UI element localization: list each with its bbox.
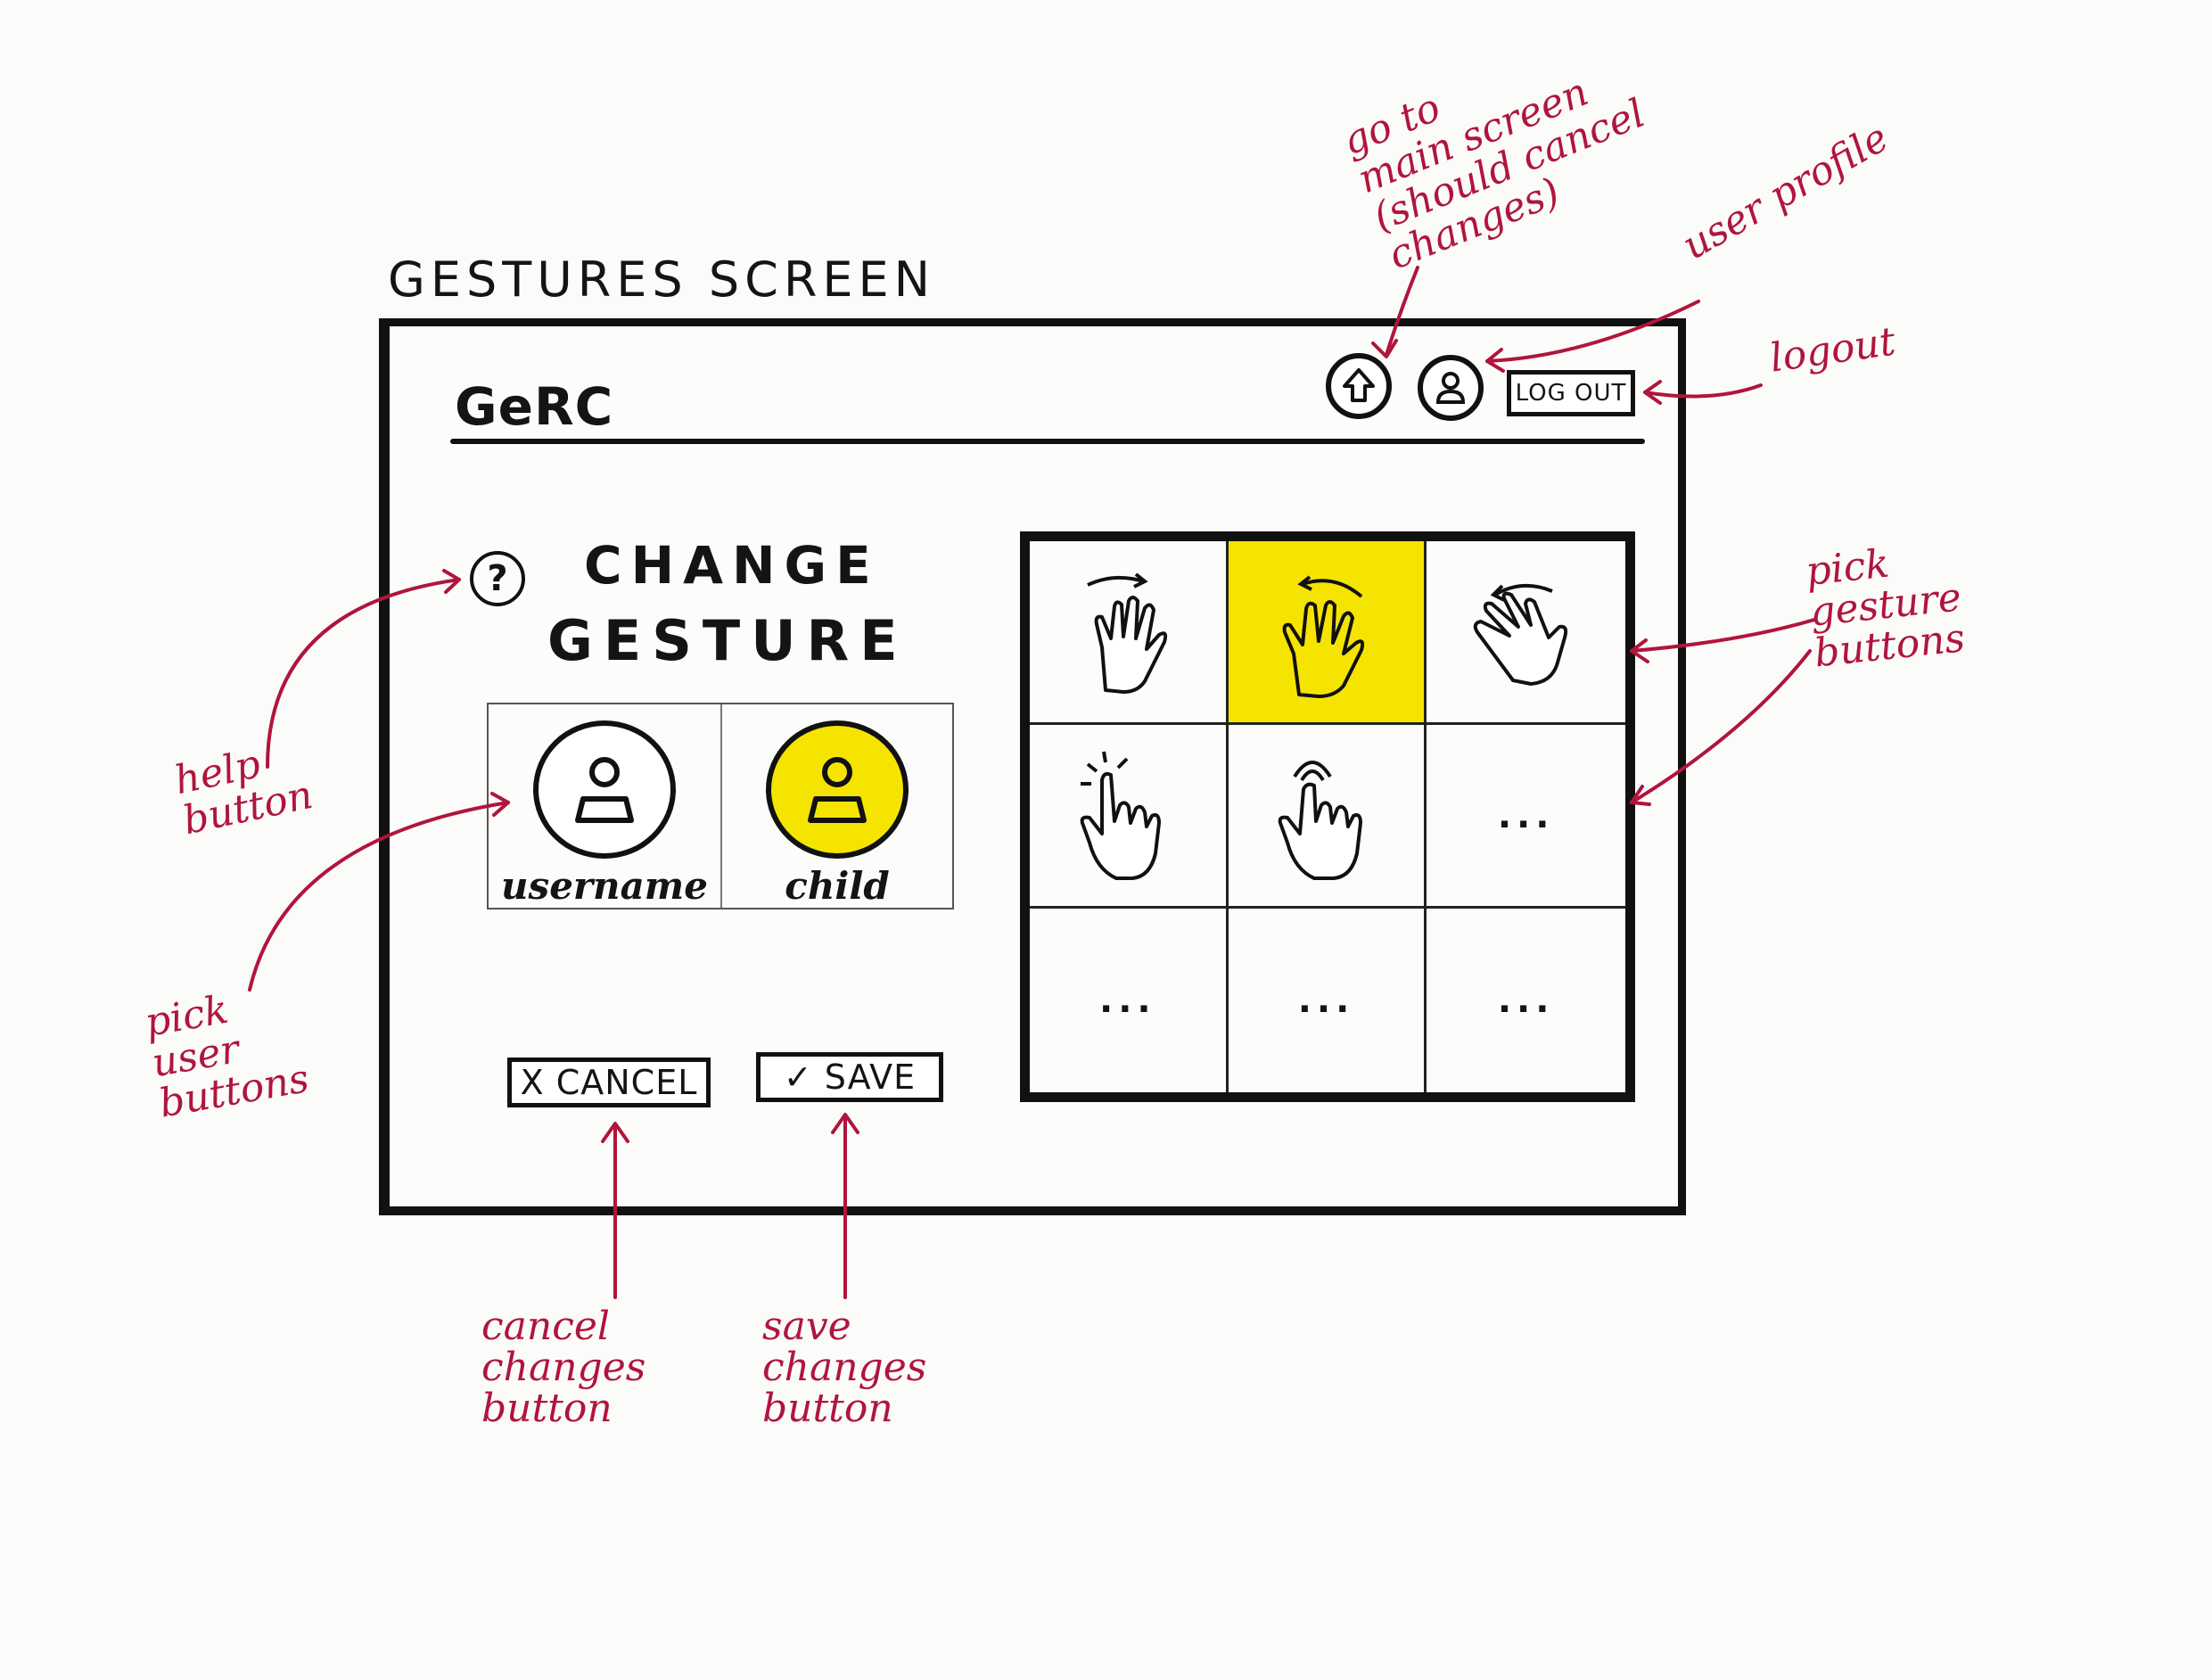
gesture-button-5[interactable]	[1228, 725, 1427, 909]
user-profile-icon	[1435, 372, 1466, 404]
help-button[interactable]: ?	[470, 551, 525, 606]
swipe-left-hand-icon	[1473, 583, 1567, 686]
panel-title-line2: GESTURE	[547, 608, 909, 673]
gesture-placeholder: ...	[1497, 794, 1555, 836]
annotation-pick-gesture: pick gesture buttons	[1804, 536, 1967, 676]
logout-button[interactable]: LOG OUT	[1507, 370, 1635, 416]
user-picker: username child	[487, 703, 954, 909]
gesture-placeholder: ...	[1099, 980, 1156, 1021]
user-profile-button[interactable]	[1418, 355, 1484, 421]
hold-finger-icon	[1279, 760, 1363, 880]
swipe-left-two-finger-icon	[1283, 574, 1365, 698]
swipe-right-hand-icon	[1086, 572, 1167, 694]
panel-title-line1: CHANGE	[584, 535, 880, 596]
gesture-placeholder: ...	[1497, 980, 1555, 1021]
user-name: username	[501, 864, 708, 908]
annotation-line: button	[481, 1386, 613, 1431]
gesture-button-2[interactable]	[1228, 541, 1427, 725]
user-avatar-icon	[808, 756, 867, 823]
gesture-placeholder: ...	[1297, 980, 1355, 1021]
annotation-save-button: save changes button	[762, 1306, 926, 1429]
save-button[interactable]: ✓ SAVE	[756, 1052, 943, 1102]
gesture-grid: ... ... ... ...	[1020, 531, 1635, 1102]
gesture-button-4[interactable]	[1030, 725, 1229, 909]
gesture-button-1[interactable]	[1030, 541, 1229, 725]
user-name: child	[785, 864, 890, 908]
user-avatar	[533, 720, 676, 859]
header-divider	[450, 439, 1645, 444]
user-avatar-icon	[575, 756, 634, 823]
gesture-button-3[interactable]	[1427, 541, 1625, 725]
user-option-username[interactable]: username	[489, 704, 720, 908]
user-option-child[interactable]: child	[720, 704, 952, 908]
gesture-button-9[interactable]: ...	[1427, 909, 1625, 1092]
home-upload-icon	[1343, 368, 1375, 402]
annotation-line: changes	[481, 1345, 646, 1390]
annotation-line: cancel	[481, 1304, 610, 1349]
annotation-line: button	[762, 1386, 893, 1431]
annotation-line: changes	[762, 1345, 927, 1390]
annotation-pick-user: pick user buttons	[142, 977, 313, 1127]
cancel-button[interactable]: X CANCEL	[507, 1058, 711, 1107]
home-button[interactable]	[1326, 353, 1392, 419]
gesture-button-6[interactable]: ...	[1427, 725, 1625, 909]
sketch-title: GESTURES SCREEN	[388, 251, 935, 308]
gesture-button-8[interactable]: ...	[1228, 909, 1427, 1092]
user-avatar	[766, 720, 909, 859]
annotation-line: save	[762, 1304, 851, 1349]
annotation-cancel-button: cancel changes button	[481, 1306, 646, 1429]
gesture-button-7[interactable]: ...	[1030, 909, 1229, 1092]
tap-finger-icon	[1080, 751, 1161, 880]
app-logo: GeRC	[455, 376, 614, 437]
